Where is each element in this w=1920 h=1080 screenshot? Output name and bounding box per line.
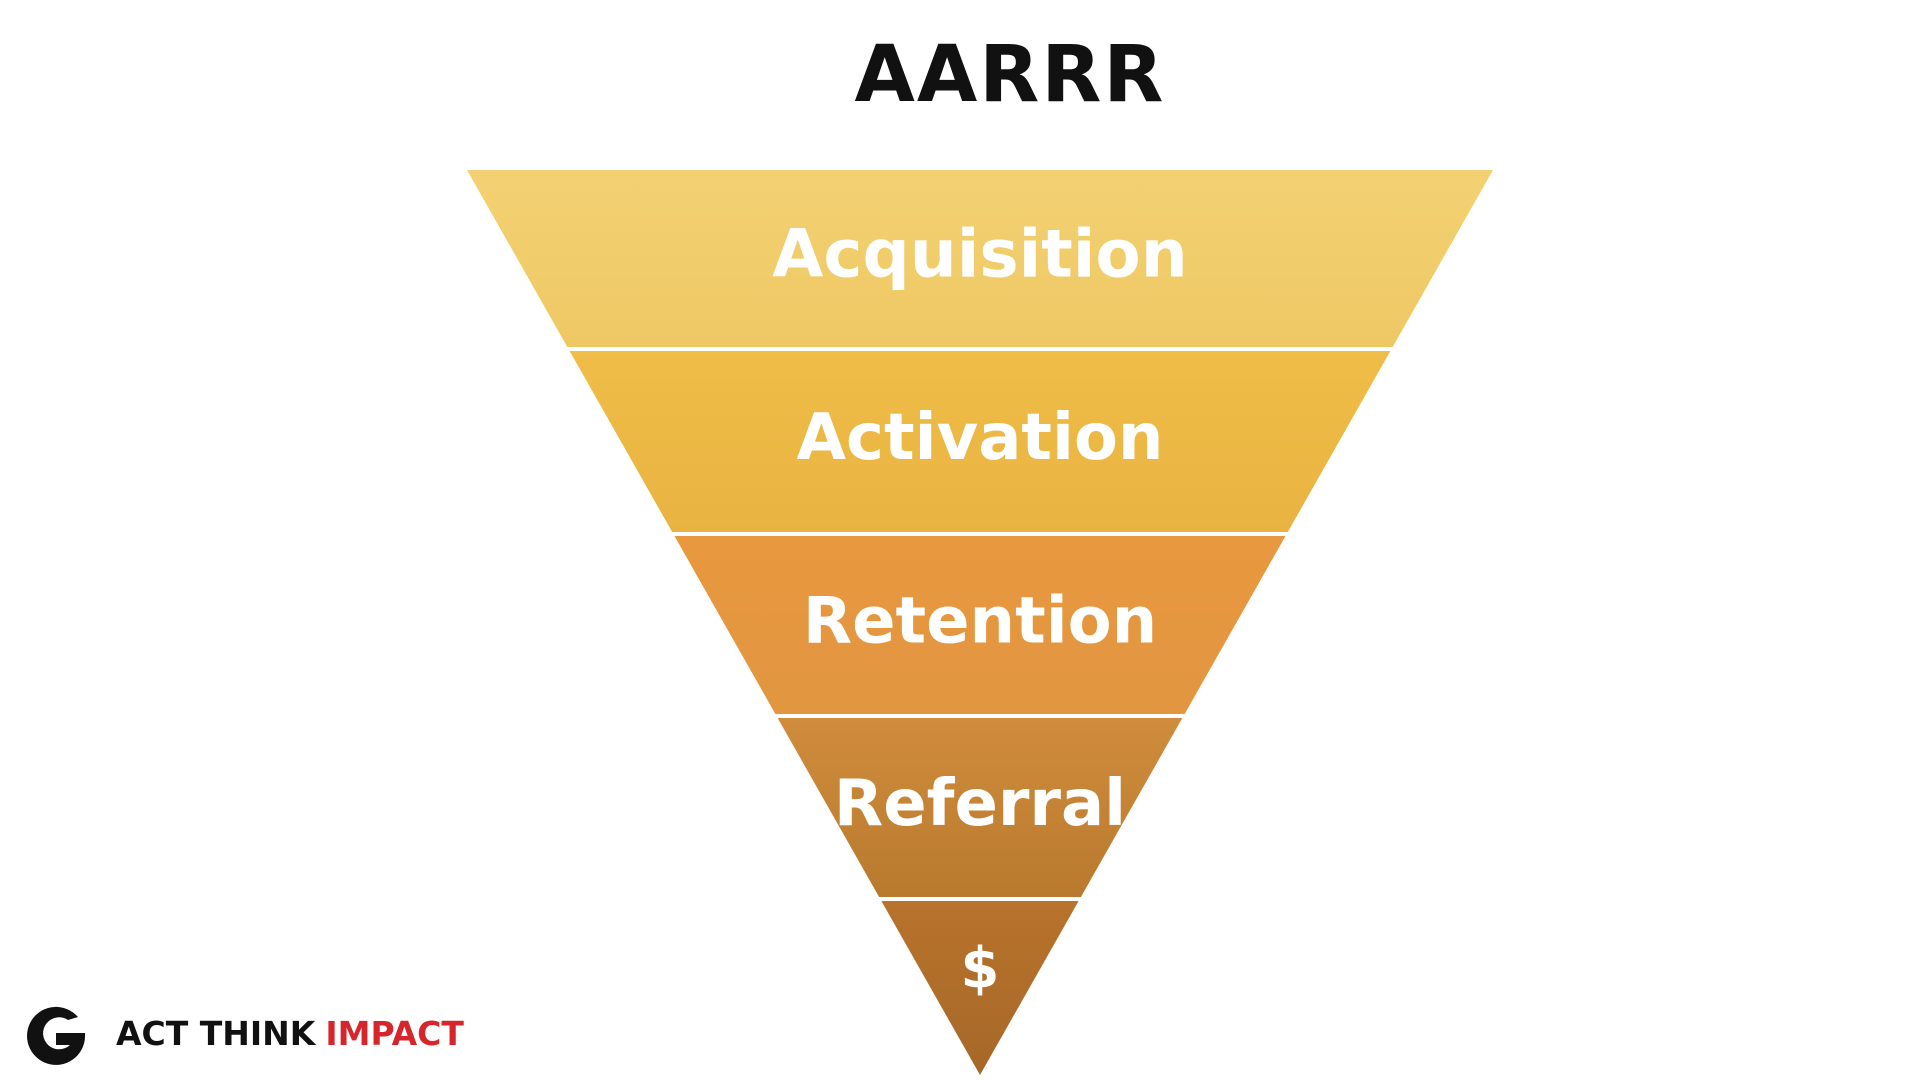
funnel-stage-label: Activation [797,401,1164,475]
funnel-stage-5 [881,901,1079,1075]
brand-name-part2: IMPACT [325,1013,464,1053]
funnel-stage-2 [569,351,1391,532]
funnel-stage-label: Acquisition [772,216,1187,293]
funnel-stage-1 [467,170,1493,347]
g-logo-icon [27,1006,85,1065]
page-title: AARRR [854,30,1166,120]
funnel-stage-label: $ [961,936,1000,1001]
funnel-stage-label: Referral [834,767,1126,841]
funnel-stage-3 [674,536,1286,714]
funnel-stage-label: Retention [803,585,1157,659]
brand-name-part1: ACT THINK [116,1013,316,1053]
funnel-stage-4 [777,718,1183,897]
